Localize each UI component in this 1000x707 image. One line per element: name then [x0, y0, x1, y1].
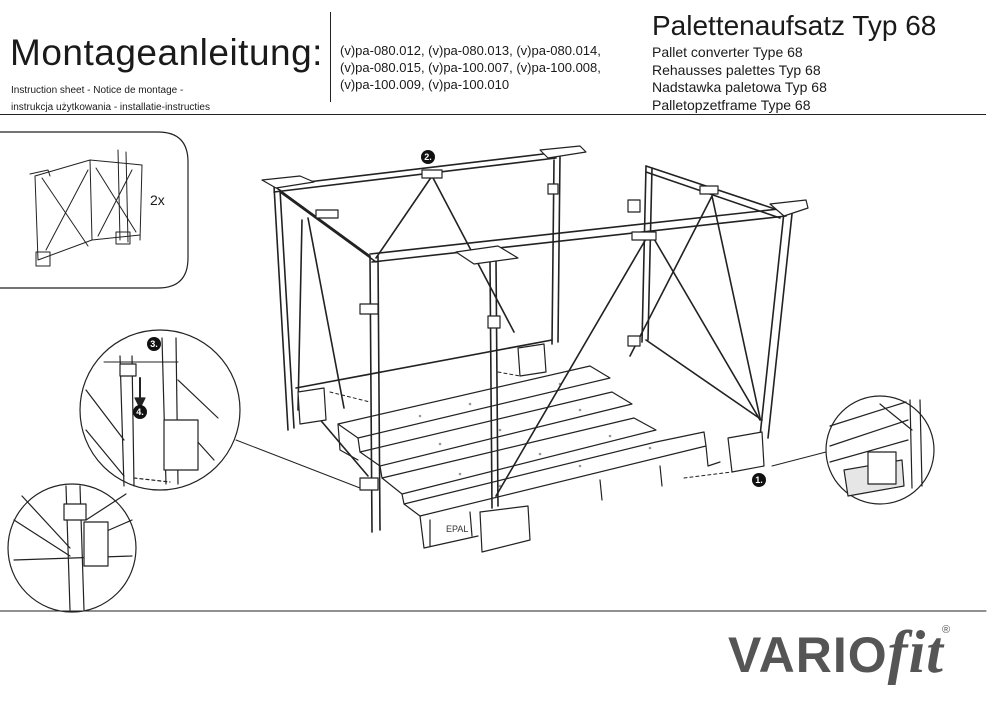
- brand-name: VARIO: [728, 627, 888, 683]
- clamps: [359, 183, 641, 491]
- translation-line: Nadstawka paletowa Typ 68: [652, 79, 827, 95]
- step-marker-2: 2.: [421, 150, 435, 164]
- back-frame: [273, 151, 561, 431]
- product-title: Palettenaufsatz Typ 68: [652, 10, 937, 41]
- pallet: [337, 365, 721, 549]
- right-frame: [629, 165, 793, 439]
- brand-suffix: fit: [887, 619, 944, 685]
- quantity-label: 2x: [150, 192, 165, 208]
- page-title: Montageanleitung:: [10, 32, 323, 73]
- detail-box-frame: [0, 131, 189, 289]
- detail-circle-pallet-foot: [825, 395, 935, 505]
- brand-logo: VARIOfit: [728, 618, 944, 687]
- leader-lines: [103, 361, 827, 489]
- translation-line: Palletopzetframe Type 68: [652, 96, 811, 113]
- header-divider: [330, 12, 331, 102]
- corner-caps: [261, 145, 809, 265]
- header-rule: [0, 114, 986, 115]
- translation-line: Rehausses palettes Typ 68: [652, 61, 821, 78]
- detail-circle-foot: [7, 483, 137, 613]
- product-translations: Pallet converter Type 68 Rehausses palet…: [652, 44, 827, 114]
- article-code-line: (v)pa-080.015, (v)pa-100.007, (v)pa-100.…: [340, 60, 601, 75]
- guide-lines: [329, 371, 733, 479]
- step-marker-3: 3.: [147, 337, 161, 351]
- subtitle-block: Instruction sheet - Notice de montage - …: [11, 82, 210, 116]
- mini-frame-illustration: [29, 149, 143, 267]
- step-marker-1: 1.: [752, 473, 766, 487]
- detail-circle-clamp: [79, 329, 241, 491]
- pallet-nail-marks: [418, 382, 652, 488]
- subtitle-line: instrukcja użytkowania - installatie-ins…: [11, 102, 210, 113]
- translation-line: Pallet converter Type 68: [652, 44, 803, 60]
- registered-mark: ®: [942, 624, 951, 636]
- subtitle-line: Instruction sheet - Notice de montage -: [11, 85, 184, 96]
- step-marker-4: 4.: [133, 405, 147, 419]
- article-codes: (v)pa-080.012, (v)pa-080.013, (v)pa-080.…: [340, 42, 601, 93]
- article-code-line: (v)pa-100.009, (v)pa-100.010: [340, 77, 510, 92]
- pallet-stamp: EPAL: [446, 524, 468, 534]
- article-code-line: (v)pa-080.012, (v)pa-080.013, (v)pa-080.…: [340, 43, 601, 58]
- foot-plates: [297, 343, 765, 553]
